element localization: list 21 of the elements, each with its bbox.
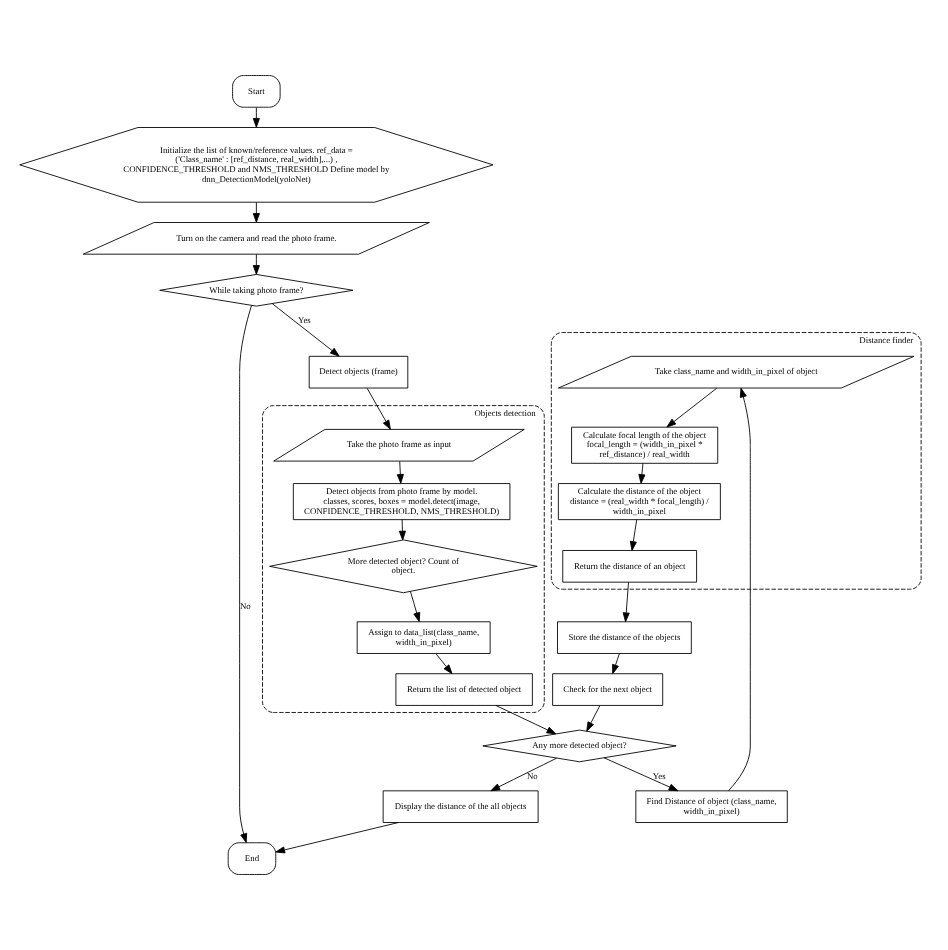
arrow	[495, 705, 557, 735]
arrow	[239, 305, 252, 844]
arrow	[275, 822, 399, 854]
arrow	[271, 303, 340, 357]
arrow	[603, 757, 679, 792]
arrow	[629, 519, 638, 551]
arrow	[252, 107, 260, 128]
arrow	[612, 653, 620, 675]
arrow	[586, 705, 601, 732]
arrow	[728, 387, 751, 792]
arrow	[638, 462, 646, 484]
arrow	[396, 460, 404, 484]
arrow	[366, 387, 391, 430]
arrow	[435, 653, 453, 675]
arrow	[252, 202, 260, 223]
arrow	[398, 519, 406, 541]
arrow	[490, 757, 557, 792]
arrow	[666, 387, 718, 428]
arrow	[252, 253, 260, 275]
arrow	[410, 591, 421, 623]
arrow	[622, 581, 630, 623]
